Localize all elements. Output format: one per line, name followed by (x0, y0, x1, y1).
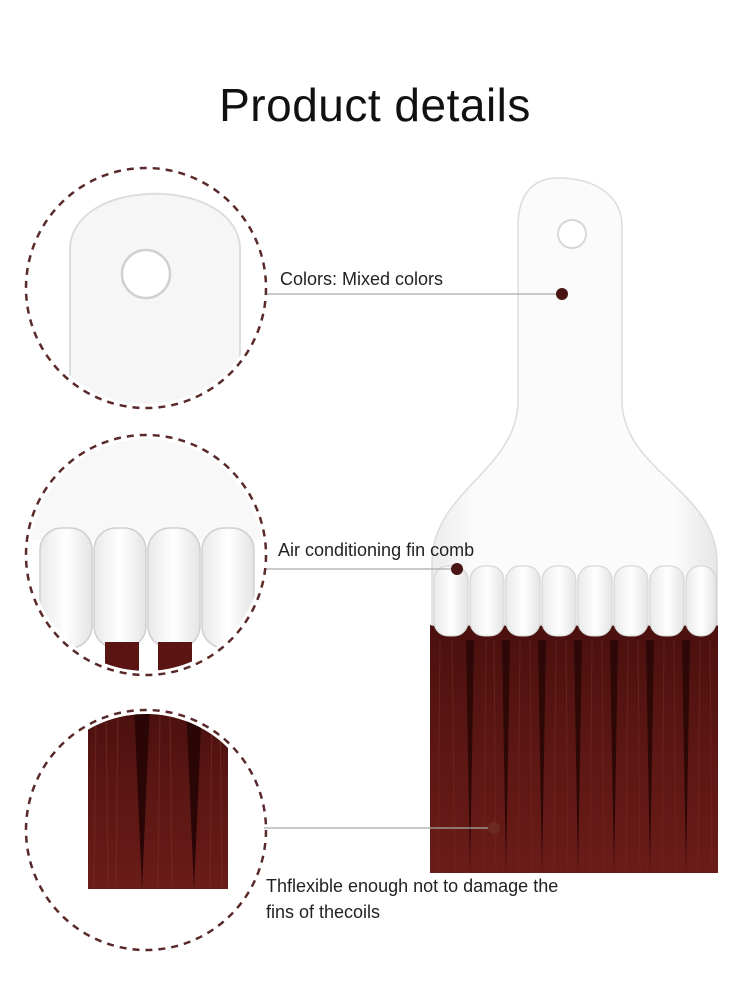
zoom-circle-comb (24, 433, 268, 677)
zoom-circle-handle (24, 166, 268, 410)
callout-dot-comb (451, 563, 463, 575)
callout-comb-line (264, 563, 463, 575)
callout-label-flexible: Thflexible enough not to damage the fins… (266, 876, 559, 922)
brush-handle (431, 177, 718, 626)
zoom-circle-bristles (24, 708, 268, 952)
brush-bristles (430, 625, 718, 873)
callout-handle-line (266, 288, 568, 300)
callout-dot-bristles (488, 822, 500, 834)
callout-label-colors: Colors: Mixed colors (280, 269, 444, 289)
callout-bristles-line (264, 822, 500, 834)
callout-dot-handle (556, 288, 568, 300)
callout-label-fin-comb: Air conditioning fin comb (278, 540, 475, 560)
page-title: Product details (219, 79, 531, 131)
brush-teeth (433, 565, 717, 637)
